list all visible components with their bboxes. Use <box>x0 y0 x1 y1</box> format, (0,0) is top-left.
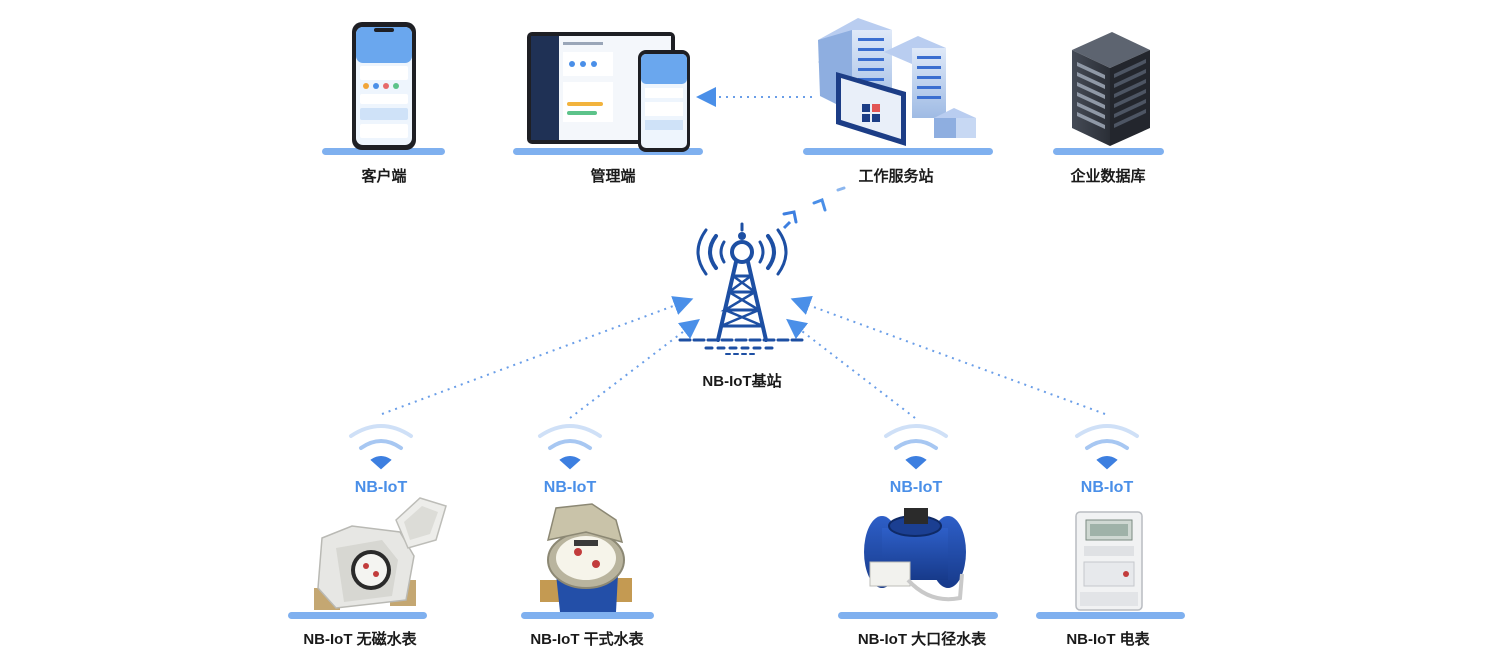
meter-signal-label: NB-IoT <box>543 479 597 496</box>
dry-water-meter-icon <box>540 503 632 612</box>
water-meter-icon <box>314 497 447 610</box>
tower-to-server-dots <box>782 186 846 230</box>
meter-label-no-magnet: NB-IoT 无磁水表 <box>303 631 417 648</box>
meter-label-dry: NB-IoT 干式水表 <box>530 631 644 648</box>
wifi-icon <box>1075 424 1139 470</box>
base-station-label: NB-IoT基站 <box>702 373 782 390</box>
meter3-uplink <box>786 318 916 419</box>
smartphone-icon <box>352 22 416 150</box>
meter-label-large: NB-IoT 大口径水表 <box>857 631 987 648</box>
electric-meter-icon <box>1075 511 1143 611</box>
wifi-icon <box>884 424 948 470</box>
top-node-label-database: 企业数据库 <box>1070 168 1146 185</box>
meter4-uplink <box>790 296 1106 415</box>
top-node-label-client: 客户端 <box>361 168 407 185</box>
meter-label-electric: NB-IoT 电表 <box>1066 631 1150 648</box>
meter-signal-label: NB-IoT <box>354 479 408 496</box>
meter-signal-label: NB-IoT <box>889 479 943 496</box>
base-bars <box>288 148 1185 619</box>
cell-tower-icon <box>678 222 806 355</box>
top-node-label-admin: 管理端 <box>590 168 636 185</box>
laptop-tablet-icon <box>527 32 690 152</box>
server-workstation-icon <box>818 18 976 146</box>
database-rack-icon <box>1072 32 1150 146</box>
wifi-icons <box>349 424 1139 470</box>
meter2-uplink <box>569 318 700 419</box>
wifi-icon <box>538 424 602 470</box>
top-node-label-server: 工作服务站 <box>858 168 934 185</box>
wifi-icon <box>349 424 413 470</box>
large-water-meter-icon <box>864 508 966 602</box>
meter1-uplink <box>381 296 694 415</box>
connection-lines <box>381 87 1106 419</box>
meter-signal-label: NB-IoT <box>1080 479 1134 496</box>
